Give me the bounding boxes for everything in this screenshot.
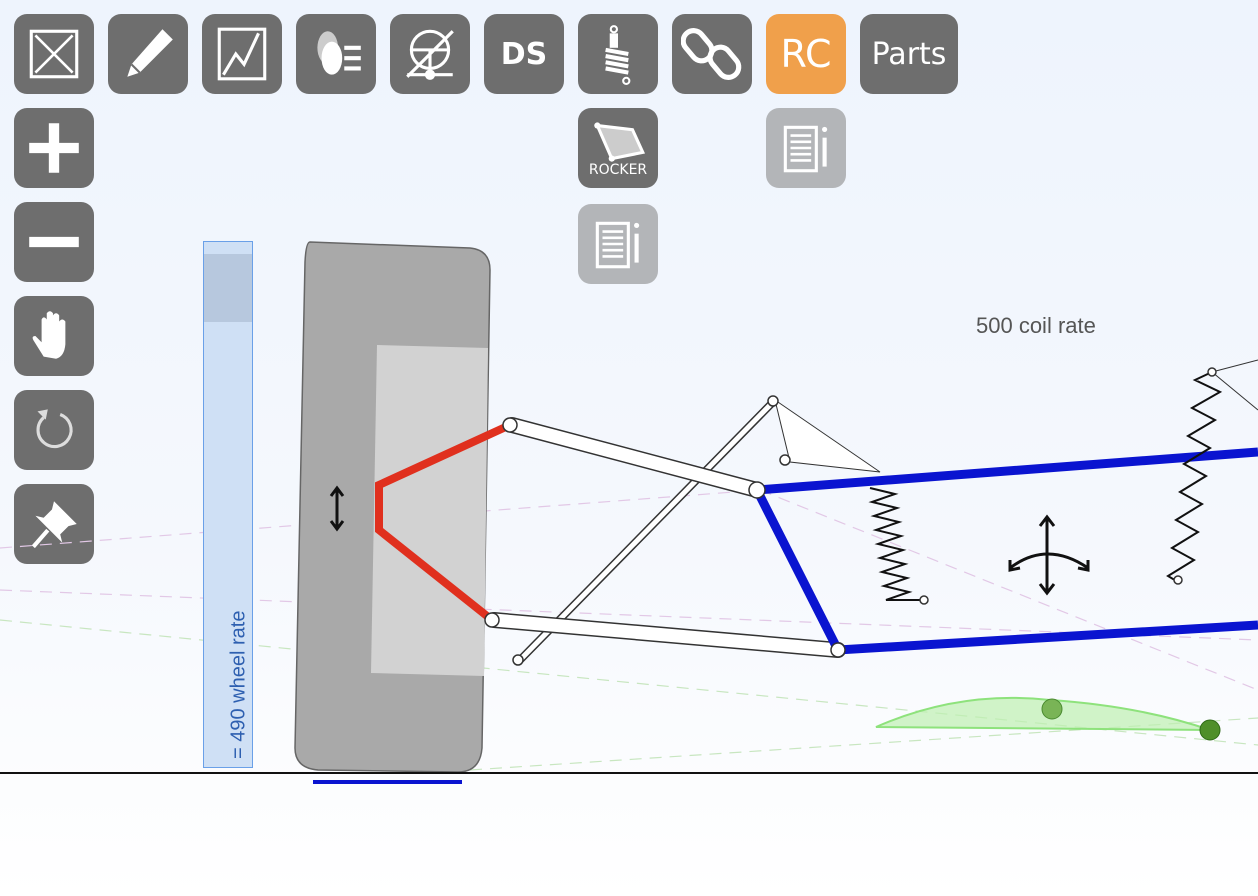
rotate-icon (36, 409, 73, 449)
fit-view-button[interactable] (14, 14, 94, 94)
shock-button[interactable] (578, 14, 658, 94)
move-rotate-icon[interactable] (1008, 514, 1090, 596)
upright[interactable] (375, 421, 512, 624)
chassis[interactable] (752, 447, 1258, 655)
lights-icon (317, 31, 361, 75)
minus-icon (29, 236, 79, 248)
chain-link-icon (681, 28, 742, 80)
lights-button[interactable] (296, 14, 376, 94)
zoom-out-button[interactable] (14, 202, 94, 282)
rocker-button[interactable]: ROCKER (578, 108, 658, 188)
document-info-icon (595, 221, 640, 269)
link-button[interactable] (672, 14, 752, 94)
zoom-in-button[interactable] (14, 108, 94, 188)
coil-rate-label: 500 coil rate (976, 313, 1096, 338)
shock-absorber-icon (605, 25, 631, 85)
pivot-points[interactable] (484, 367, 1217, 666)
rc-button[interactable]: RC (766, 14, 846, 94)
edit-button[interactable] (108, 14, 188, 94)
rocker[interactable] (774, 398, 881, 473)
hand-icon (32, 311, 66, 359)
wheel-rate-label: = 490 wheel rate (227, 610, 250, 759)
roll-center-point[interactable] (1199, 719, 1221, 741)
reset-button[interactable] (14, 390, 94, 470)
wheel-rate-bar: = 490 wheel rate (203, 241, 253, 768)
pin-icon (31, 501, 77, 549)
rocker-icon (594, 122, 646, 162)
pin-button[interactable] (14, 484, 94, 564)
ds-button[interactable]: DS (484, 14, 564, 94)
fit-view-icon (29, 29, 79, 79)
wheel-rim (371, 345, 488, 676)
vertical-move-icon[interactable] (329, 485, 345, 532)
pan-button[interactable] (14, 296, 94, 376)
spring-left[interactable] (868, 487, 924, 601)
spring-right[interactable] (1166, 371, 1223, 583)
wheel-rate-fill (204, 254, 252, 322)
steering-button[interactable] (390, 14, 470, 94)
roll-center-point[interactable] (1041, 698, 1063, 720)
steering-icon (406, 29, 454, 80)
parts-button[interactable]: Parts (860, 14, 958, 94)
graph-icon (217, 27, 267, 81)
graph-button[interactable] (202, 14, 282, 94)
rc-info-button[interactable] (766, 108, 846, 188)
plus-icon (29, 123, 79, 173)
rocker-info-button[interactable] (578, 204, 658, 284)
pencil-icon (127, 29, 173, 77)
document-info-icon (783, 125, 828, 173)
ds-icon: DS (500, 36, 548, 72)
